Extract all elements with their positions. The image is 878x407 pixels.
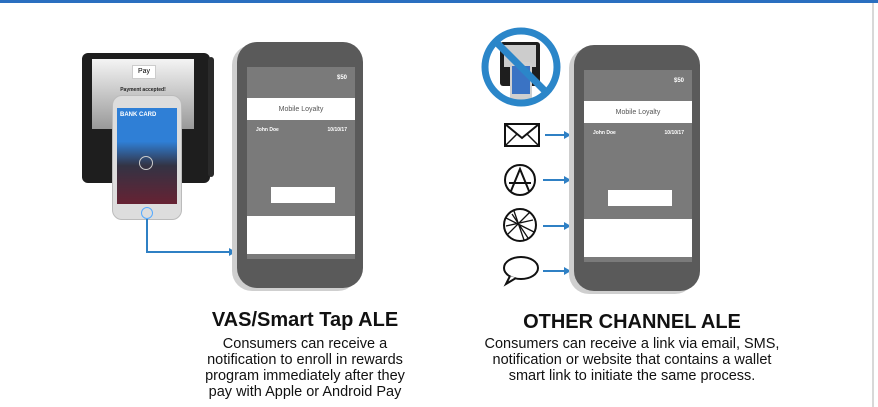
right-phone-mockup: $50 Mobile Loyalty John Doe 10/10/17 xyxy=(574,45,700,291)
globe-icon xyxy=(503,208,537,242)
right-description: Consumers can receive a link via email, … xyxy=(472,336,792,384)
tap-arrow xyxy=(146,219,236,256)
right-heading: OTHER CHANNEL ALE xyxy=(523,311,741,333)
text-line: notification or website that contains a … xyxy=(492,352,772,368)
channel-arrows xyxy=(543,131,571,275)
text-line: program immediately after they xyxy=(205,368,405,384)
loyalty-title: Mobile Loyalty xyxy=(247,98,355,120)
left-heading: VAS/Smart Tap ALE xyxy=(211,309,399,331)
placeholder-button xyxy=(271,187,335,203)
left-description: Consumers can receive a notification to … xyxy=(175,336,435,400)
member-name: John Doe xyxy=(256,127,279,133)
card-label: BANK CARD xyxy=(120,112,157,118)
check-icon xyxy=(139,156,153,170)
loyalty-title: Mobile Loyalty xyxy=(584,101,692,123)
no-terminal-icon xyxy=(481,27,561,107)
member-date: 10/10/17 xyxy=(327,127,347,133)
left-phone-mockup: $50 Mobile Loyalty John Doe 10/10/17 xyxy=(237,42,363,288)
amount: $50 xyxy=(336,75,347,81)
member-name: John Doe xyxy=(593,130,616,136)
bottom-panel xyxy=(247,216,355,254)
payment-status: Payment accepted! xyxy=(120,87,166,93)
member-date: 10/10/17 xyxy=(664,130,684,136)
text-line: pay with Apple or Android Pay xyxy=(208,384,402,400)
right-border xyxy=(872,3,874,407)
app-store-icon xyxy=(504,164,536,196)
smartphone-illustration: BANK CARD xyxy=(112,95,182,220)
amount: $50 xyxy=(673,78,684,84)
speech-bubble-icon xyxy=(503,256,539,287)
text-line: notification to enroll in rewards xyxy=(207,352,403,368)
envelope-icon xyxy=(504,123,540,147)
text-line: Consumers can receive a link via email, … xyxy=(484,336,780,352)
text-line: smart link to initiate the same process. xyxy=(508,368,756,384)
apple-pay-logo: Pay xyxy=(132,65,156,79)
text-line: Consumers can receive a xyxy=(222,336,388,352)
top-accent-bar xyxy=(0,0,878,3)
bottom-panel xyxy=(584,219,692,257)
placeholder-button xyxy=(608,190,672,206)
home-button-icon xyxy=(141,207,153,219)
